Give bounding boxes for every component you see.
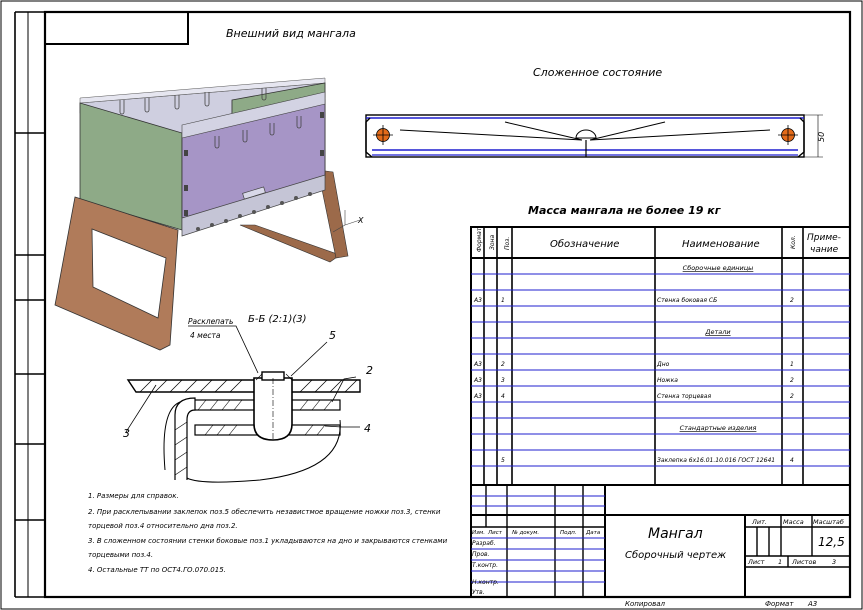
tb-sheets-value: 3 [832, 558, 836, 566]
note-3-cont: торцевыми поз.4. [88, 551, 153, 559]
spec-header-name: Наименование [682, 239, 760, 250]
tb-role-check: Пров. [472, 551, 490, 558]
spec-section-heading: Стандартные изделия [680, 424, 757, 432]
spec-header-note-2: чание [810, 245, 839, 255]
spec-cell-format: А3 [473, 297, 482, 304]
spec-header-zone: Зона [489, 235, 496, 250]
axis-x-label: X [357, 216, 364, 225]
tb-role-tcontrol: Т.контр. [472, 562, 498, 569]
rivet-label-line2: 4 места [190, 331, 221, 340]
spec-header-note-1: Приме- [807, 233, 841, 243]
tb-col-list: Лист [487, 530, 503, 536]
tb-col-date: Дата [585, 530, 601, 536]
tb-format-value: А3 [807, 600, 817, 608]
spec-cell-qty: 2 [790, 393, 794, 400]
spec-cell-pos: 5 [501, 457, 505, 464]
spec-cell-pos: 2 [501, 361, 505, 368]
mass-note: Масса мангала не более 19 кг [528, 204, 722, 217]
exterior-view-title: Внешний вид мангала [226, 27, 356, 40]
corner-stamp-box [44, 11, 189, 45]
spec-cell-qty: 2 [790, 377, 794, 384]
spec-cell-name: Стенка боковая СБ [657, 297, 717, 304]
spec-section-heading: Детали [704, 328, 730, 336]
tb-document-type: Сборочный чертеж [625, 549, 726, 561]
callout-3: 3 [123, 427, 130, 440]
tb-sheet-label: Лист [747, 558, 765, 566]
folded-view-title: Сложенное состояние [533, 66, 662, 79]
brazier-isometric-view: X [54, 77, 364, 351]
tb-mass-label: Масса [783, 518, 804, 526]
tb-role-ncontrol: Н.контр. [472, 579, 499, 586]
folded-height-dimension: 50 [817, 132, 826, 142]
tb-role-approve: Утв. [472, 589, 485, 596]
spec-header-format: Формат [476, 227, 483, 252]
pivot-marker-right [778, 125, 798, 145]
spec-cell-name: Стенка торцевая [657, 393, 711, 400]
spec-header-designation: Обозначение [550, 238, 619, 250]
tb-lit-label: Лит. [751, 518, 767, 526]
folded-state-view: 50 [365, 114, 826, 158]
section-view [125, 325, 361, 483]
pivot-marker-left [373, 125, 393, 145]
technical-notes: 1. Размеры для справок. 2. При расклепыв… [88, 492, 448, 574]
tb-copied: Копировал [625, 600, 666, 608]
spec-header-qty: Кол. [790, 235, 797, 249]
title-block [470, 484, 851, 598]
note-2: 2. При расклепывании заклепок поз.5 обес… [88, 508, 441, 516]
spec-cell-qty: 2 [790, 297, 794, 304]
spec-cell-pos: 3 [501, 377, 505, 384]
left-margin-strip [14, 11, 45, 598]
tb-scale-value: 12,5 [818, 535, 845, 549]
tb-format-label: Формат [765, 600, 794, 608]
spec-cell-pos: 1 [501, 297, 505, 304]
note-1: 1. Размеры для справок. [88, 492, 179, 500]
spec-cell-name: Заклепка 6х16.01.10.016 ГОСТ 12641 [657, 457, 775, 464]
spec-cell-name: Дно [656, 361, 670, 368]
section-title: Б-Б (2:1)(3) [248, 314, 307, 325]
spec-cell-format: А3 [473, 393, 482, 400]
spec-cell-qty: 1 [790, 361, 794, 368]
spec-header-pos: Поз. [504, 237, 511, 250]
callout-5: 5 [329, 329, 336, 342]
tb-col-sign: Подп. [560, 530, 577, 536]
note-3: 3. В сложенном состоянии стенки боковые … [88, 537, 448, 545]
spec-section-heading: Сборочные единицы [683, 264, 754, 272]
tb-product-name: Мангал [648, 526, 703, 542]
callout-2: 2 [366, 364, 373, 377]
note-4: 4. Остальные ТТ по ОСТ4.ГО.070.015. [88, 566, 226, 574]
spec-cell-format: А3 [473, 377, 482, 384]
spec-cell-qty: 4 [790, 457, 794, 464]
tb-sheet-value: 1 [778, 558, 782, 566]
tb-role-develop: Разраб. [472, 540, 496, 547]
callout-4: 4 [364, 422, 371, 435]
tb-col-izm: Изм. [472, 530, 485, 536]
tb-col-doc: № докум. [511, 530, 539, 536]
tb-sheets-label: Листов [791, 558, 816, 566]
tb-scale-label: Масштаб [813, 518, 844, 526]
note-2-cont: торцевой поз.4 относительно дна поз.2. [88, 522, 238, 530]
spec-cell-format: А3 [473, 361, 482, 368]
spec-cell-name: Ножка [657, 377, 678, 384]
rivet-label-line1: Расклепать [188, 317, 233, 326]
spec-cell-pos: 4 [501, 393, 505, 400]
